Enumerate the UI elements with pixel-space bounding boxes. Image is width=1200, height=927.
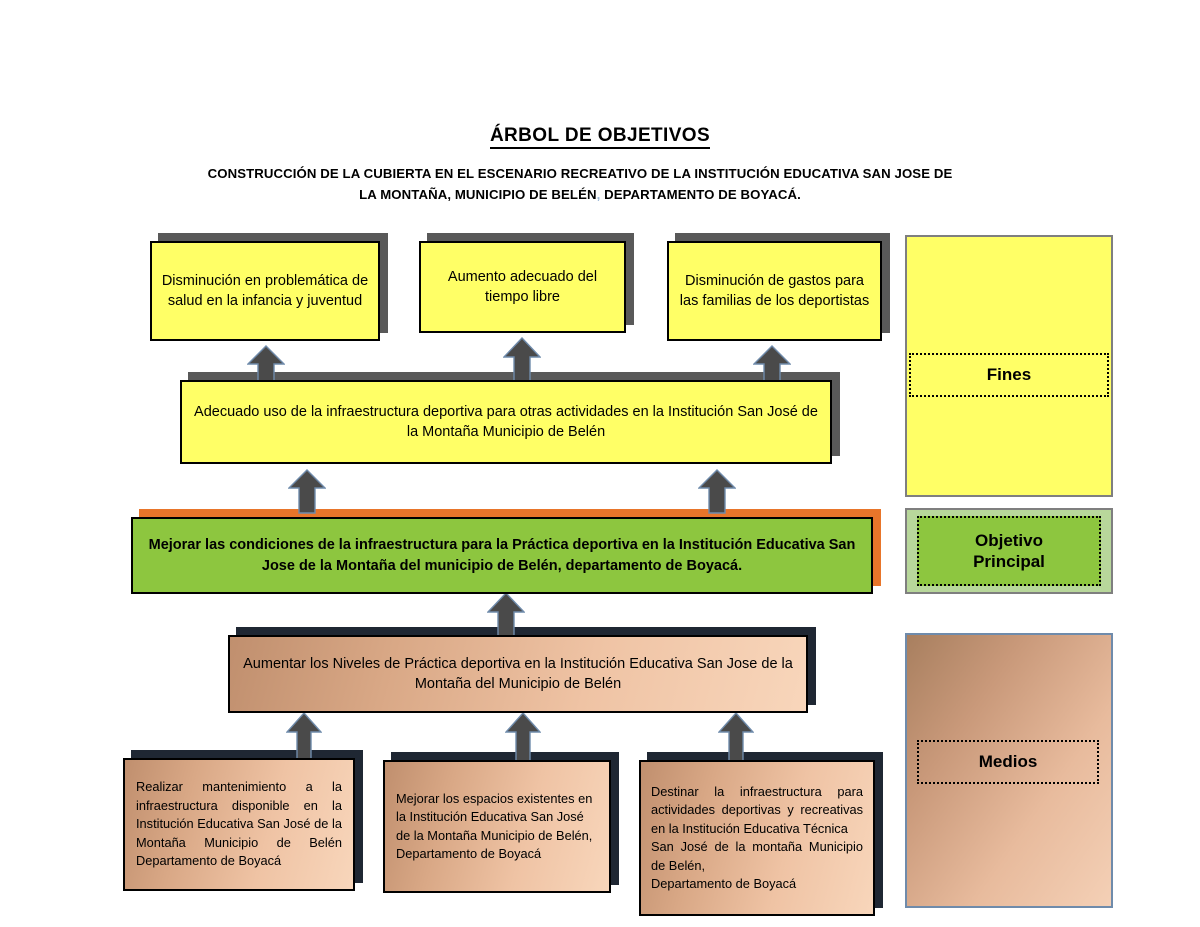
page-title: ÁRBOL DE OBJETIVOS [0,125,1200,149]
legend-label-fines-text: Fines [986,365,1032,385]
fin-box-tiempo-libre-label: Aumento adecuado del tiempo libre [447,269,598,305]
arrow-up-to-intermedio-left [287,469,327,514]
medio-box-espacios: Mejorar los espacios existentes en la In… [383,760,611,893]
objetivo-principal-box: Mejorar las condiciones de la infraestru… [131,517,873,594]
legend-label-objetivo-line2: Principal [973,552,1045,571]
objetivo-principal-label: Mejorar las condiciones de la infraestru… [148,536,856,574]
medio-box-espacios-content: Mejorar los espacios existentes en la In… [385,790,609,864]
fin-box-salud-label: Disminución en problemática de salud en … [161,273,369,309]
arrow-up-to-intermedio-right [697,469,737,514]
medio-principal-label: Aumentar los Niveles de Práctica deporti… [243,656,793,692]
arrow-up-to-medio-principal-center [504,711,542,762]
legend-label-fines: Fines [909,353,1109,397]
page-subtitle-line1: CONSTRUCCIÓN DE LA CUBIERTA EN EL ESCENA… [207,166,953,181]
medio-box-destinar: Destinar la infraestructura para activid… [639,760,875,916]
legend-panel-medios [905,633,1113,908]
page-subtitle-separator: , [596,187,601,202]
fin-box-intermedio: Adecuado uso de la infraestructura depor… [180,380,832,464]
page-subtitle-line2b: DEPARTAMENTO DE BOYACÁ. [600,187,801,202]
fin-box-tiempo-libre: Aumento adecuado del tiempo libre [419,241,626,333]
page-subtitle: CONSTRUCCIÓN DE LA CUBIERTA EN EL ESCENA… [110,163,1050,205]
legend-label-objetivo: Objetivo Principal [917,516,1101,586]
legend-label-medios-text: Medios [978,752,1038,772]
medio-box-destinar-line2: San José de la montaña Municipio de Belé… [651,839,863,873]
medio-box-mantenimiento: Realizar mantenimiento a la infraestruct… [123,758,355,891]
medio-box-destinar-line1: Destinar la infraestructura para activid… [651,783,863,836]
page-subtitle-line2a: LA MONTAÑA, MUNICIPIO DE BELÉN [359,187,597,202]
fin-box-salud: Disminución en problemática de salud en … [150,241,380,341]
medio-box-espacios-line1: Mejorar los espacios existentes en la In… [396,790,593,843]
medio-principal-box: Aumentar los Niveles de Práctica deporti… [228,635,808,713]
medio-box-destinar-content: Destinar la infraestructura para activid… [641,783,873,894]
arrow-up-to-medio-principal-left [285,711,323,762]
medio-box-espacios-line2: Departamento de Boyacá [396,846,542,861]
legend-label-objetivo-line1: Objetivo [974,530,1043,550]
medio-box-mantenimiento-label: Realizar mantenimiento a la infraestruct… [136,779,342,869]
fin-box-intermedio-label: Adecuado uso de la infraestructura depor… [194,404,818,440]
fin-box-gastos: Disminución de gastos para las familias … [667,241,882,341]
fin-box-gastos-label: Disminución de gastos para las familias … [679,273,870,309]
page-title-text: ÁRBOL DE OBJETIVOS [489,125,711,149]
legend-panel-fines [905,235,1113,497]
legend-label-medios: Medios [917,740,1099,784]
arrow-up-to-objetivo [486,591,526,640]
arrow-up-to-medio-principal-right [717,711,755,762]
medio-box-destinar-line3: Departamento de Boyacá [651,876,797,891]
